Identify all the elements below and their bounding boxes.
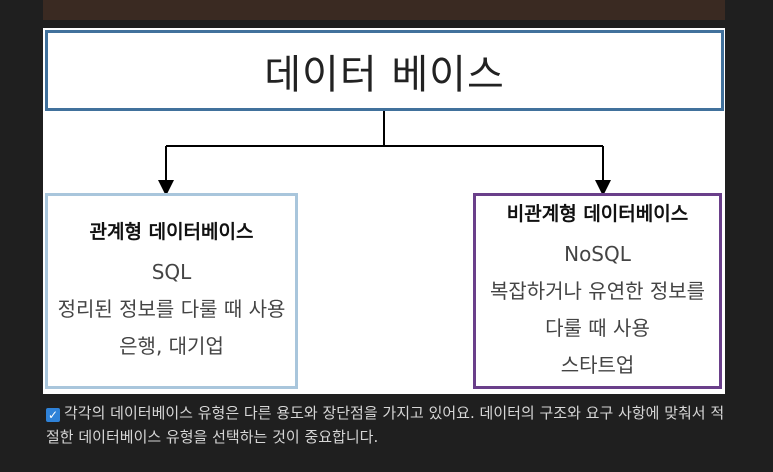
relational-db-box: 관계형 데이터베이스 SQL 정리된 정보를 다룰 때 사용 은행, 대기업 [45,193,298,389]
diagram-title: 데이터 베이스 [264,51,505,98]
nonrelational-db-line: 스타트업 [560,352,635,377]
nonrelational-db-box: 비관계형 데이터베이스 NoSQL 복잡하거나 유연한 정보를 다룰 때 사용 … [473,193,722,389]
nonrelational-db-line: NoSQL [564,241,631,266]
database-diagram: 데이터 베이스 관계형 데이터베이스 SQL 정리된 정보를 다룰 때 사용 은… [43,28,725,394]
diagram-title-box: 데이터 베이스 [45,30,724,111]
top-image-strip [43,0,725,20]
caption-text-block: ✓각각의 데이터베이스 유형은 다른 용도와 장단점을 가지고 있어요. 데이터… [46,401,726,449]
relational-db-line: SQL [151,260,192,284]
nonrelational-db-line: 복잡하거나 유연한 정보를 [489,278,706,303]
nonrelational-db-heading: 비관계형 데이터베이스 [506,202,689,225]
relational-db-heading: 관계형 데이터베이스 [89,221,254,243]
caption-text: 각각의 데이터베이스 유형은 다른 용도와 장단점을 가지고 있어요. 데이터의… [46,404,725,446]
checkbox-checked-icon: ✓ [46,408,60,422]
relational-db-line: 은행, 대기업 [119,334,224,358]
connector-arrows [158,111,611,196]
nonrelational-db-line: 다룰 때 사용 [545,315,650,340]
relational-db-line: 정리된 정보를 다룰 때 사용 [57,297,286,321]
